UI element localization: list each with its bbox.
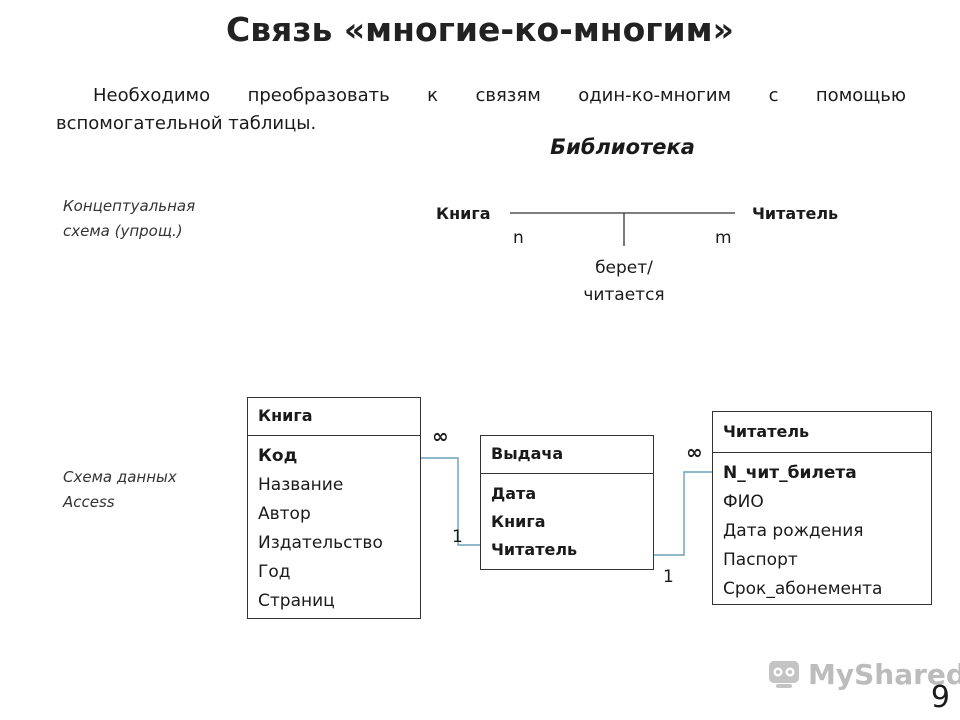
access-label-line-1: Схема данных xyxy=(63,468,177,486)
field-chitatel: Читатель xyxy=(491,540,578,559)
table-vydacha-header: Выдача xyxy=(481,436,653,474)
intro-word: помощью xyxy=(815,85,906,106)
relation-label: берет/ читается xyxy=(554,255,694,309)
slide-title: Связь «многие-ко-многим» xyxy=(226,10,734,49)
field-fio: ФИО xyxy=(723,492,764,512)
intro-word: один-ко-многим xyxy=(578,85,732,106)
watermark-logo: MyShared xyxy=(766,656,960,692)
many-marker-1: ∞ xyxy=(432,424,449,448)
relation-label-line-1: берет/ xyxy=(595,258,653,278)
intro-text: Необходимо преобразовать к связям один-к… xyxy=(56,82,906,138)
logo-icon xyxy=(769,661,799,688)
table-chitatel: Читатель N_чит_билета ФИО Дата рождения … xyxy=(712,411,932,605)
table-chitatel-fields: N_чит_билета ФИО Дата рождения Паспорт С… xyxy=(713,453,931,604)
intro-word: к xyxy=(427,85,439,106)
field-avtor: Автор xyxy=(258,504,311,524)
access-label: Схема данных Access xyxy=(63,465,177,515)
relationship-line-vydacha-chitatel xyxy=(654,471,712,556)
intro-line-2: вспомогательной таблицы. xyxy=(56,113,317,134)
conceptual-entity-chitatel: Читатель xyxy=(752,204,839,223)
access-label-line-2: Access xyxy=(63,493,115,511)
field-pasport: Паспорт xyxy=(723,550,798,570)
one-marker-1: 1 xyxy=(452,527,463,547)
cardinality-n: n xyxy=(513,228,524,248)
intro-word: связям xyxy=(475,85,541,106)
table-kniga-header: Книга xyxy=(248,398,420,436)
page-number: 9 xyxy=(930,680,950,715)
table-chitatel-header: Читатель xyxy=(713,412,931,453)
relation-label-line-2: читается xyxy=(583,285,665,305)
field-stranic: Страниц xyxy=(258,591,335,611)
field-data-rozhdeniya: Дата рождения xyxy=(723,521,864,541)
intro-word: с xyxy=(768,85,779,106)
field-data: Дата xyxy=(491,484,537,503)
field-nazvanie: Название xyxy=(258,475,344,495)
field-kod: Код xyxy=(258,446,298,466)
table-vydacha: Выдача Дата Книга Читатель xyxy=(480,435,654,570)
field-kniga: Книга xyxy=(491,512,546,531)
many-marker-2: ∞ xyxy=(686,440,703,464)
conceptual-label-line-2: схема (упрощ.) xyxy=(63,222,183,240)
intro-line-1: Необходимо преобразовать к связям один-к… xyxy=(56,82,906,110)
one-marker-2: 1 xyxy=(663,567,674,587)
field-izdatelstvo: Издательство xyxy=(258,533,383,553)
cardinality-m: m xyxy=(715,228,732,248)
logo-text: MyShared xyxy=(808,657,960,691)
intro-word: преобразовать xyxy=(247,85,390,106)
table-vydacha-fields: Дата Книга Читатель xyxy=(481,474,653,564)
relationship-line-kniga-vydacha xyxy=(420,457,481,546)
field-n-chit-bileta: N_чит_билета xyxy=(723,463,857,483)
table-kniga: Книга Код Название Автор Издательство Го… xyxy=(247,397,421,619)
library-title: Библиотека xyxy=(550,135,695,159)
conceptual-entity-kniga: Книга xyxy=(436,204,491,223)
field-god: Год xyxy=(258,562,291,582)
field-srok-abonementa: Срок_абонемента xyxy=(723,579,883,599)
conceptual-label: Концептуальная схема (упрощ.) xyxy=(63,194,195,244)
intro-word: Необходимо xyxy=(93,85,211,106)
table-kniga-fields: Код Название Автор Издательство Год Стра… xyxy=(248,436,420,616)
conceptual-label-line-1: Концептуальная xyxy=(63,197,196,215)
